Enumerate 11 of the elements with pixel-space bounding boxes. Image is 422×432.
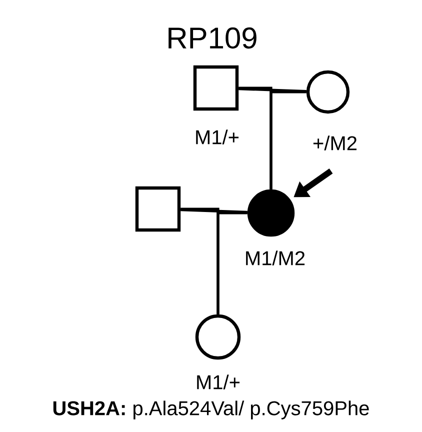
- title: RP109: [168, 27, 256, 49]
- descent-line: [216, 212, 248, 314]
- descent-line: [270, 90, 306, 190]
- genotype-label: M1/M2: [246, 250, 305, 266]
- mating-line: [238, 88, 306, 93]
- male-square: [135, 186, 181, 232]
- genotype-label: M1/+: [196, 130, 239, 144]
- gene-variant-label: USH2A: p.Ala524Val/ p.Cys759Phe: [53, 400, 369, 420]
- genotype-label: M1/+: [197, 374, 240, 390]
- mating-line: [180, 208, 248, 214]
- genotype-label: +/M2: [313, 136, 356, 150]
